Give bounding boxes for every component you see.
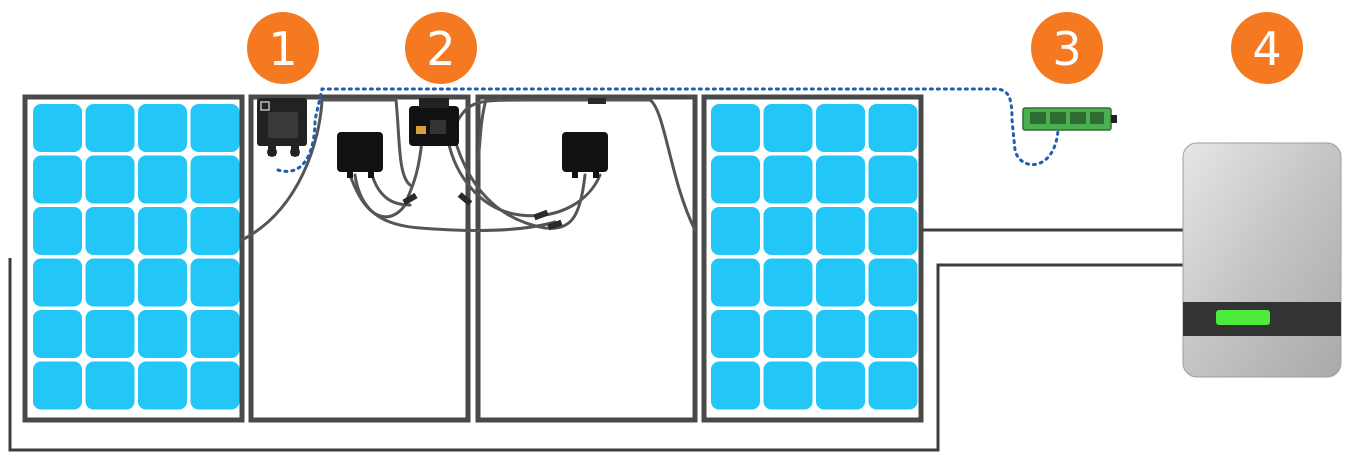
panel-cell	[816, 361, 865, 410]
solar-panel-1	[22, 94, 245, 423]
panel-cell	[816, 310, 865, 358]
badge-2-number: 2	[426, 22, 455, 76]
panel-cell	[85, 104, 135, 152]
panel-cell	[85, 155, 135, 204]
badge-2: 2	[405, 12, 477, 84]
panel-cell	[138, 361, 187, 410]
mc4-connectors	[402, 98, 606, 231]
panel-cell	[816, 258, 865, 307]
badge-4: 4	[1231, 12, 1303, 84]
panel-cell	[190, 155, 240, 204]
panel-cell	[711, 155, 760, 204]
junction-box-icon	[257, 98, 307, 157]
panel-cell	[763, 207, 813, 255]
communication-line	[276, 87, 1060, 173]
panel-cell	[711, 207, 760, 255]
badge-1: 1	[247, 12, 319, 84]
panel-cell	[868, 155, 918, 204]
panel-cell	[190, 361, 240, 410]
panel-cell	[33, 310, 82, 358]
solar-panel-4	[701, 94, 924, 423]
panel-cell	[868, 104, 918, 152]
panel-cell	[138, 104, 187, 152]
panel-cell	[138, 258, 187, 307]
panel-cell	[33, 155, 82, 204]
module-cables	[240, 98, 697, 242]
panel-cell	[763, 310, 813, 358]
panel-cell	[33, 104, 82, 152]
gateway-icon	[1022, 107, 1117, 131]
panel-cell	[868, 310, 918, 358]
panel-cell	[33, 361, 82, 410]
panel-cell	[711, 361, 760, 410]
panel-cell	[763, 361, 813, 410]
dc-string-cables	[8, 228, 1187, 452]
optimizer-icon	[409, 98, 459, 146]
optimizer-box-2	[562, 132, 608, 178]
panel-cell	[138, 207, 187, 255]
optimizer-box-1	[337, 132, 383, 178]
panel-cell	[816, 155, 865, 204]
panel-cell	[33, 258, 82, 307]
panel-1-cells	[33, 104, 240, 410]
panel-cell	[868, 207, 918, 255]
panel-cell	[711, 258, 760, 307]
panel-cell	[190, 104, 240, 152]
badge-4-number: 4	[1252, 22, 1281, 76]
panel-cell	[85, 207, 135, 255]
panel-cell	[763, 104, 813, 152]
panel-cell	[190, 207, 240, 255]
panel-cell	[33, 207, 82, 255]
inverter-icon	[1182, 142, 1342, 378]
panel-cell	[85, 258, 135, 307]
panel-cell	[85, 361, 135, 410]
panel-cell	[816, 104, 865, 152]
panel-cell	[138, 155, 187, 204]
panel-cell	[868, 361, 918, 410]
panel-cell	[711, 310, 760, 358]
panel-cell	[85, 310, 135, 358]
panel-cell	[138, 310, 187, 358]
panel-cell	[816, 207, 865, 255]
panel-cell	[711, 104, 760, 152]
panel-cell	[763, 155, 813, 204]
panel-cell	[868, 258, 918, 307]
badge-1-number: 1	[268, 22, 297, 76]
badge-3: 3	[1031, 12, 1103, 84]
panel-cell	[763, 258, 813, 307]
badge-3-number: 3	[1052, 22, 1081, 76]
panel-cell	[190, 310, 240, 358]
panel-cell	[190, 258, 240, 307]
panel-4-cells	[711, 104, 918, 410]
